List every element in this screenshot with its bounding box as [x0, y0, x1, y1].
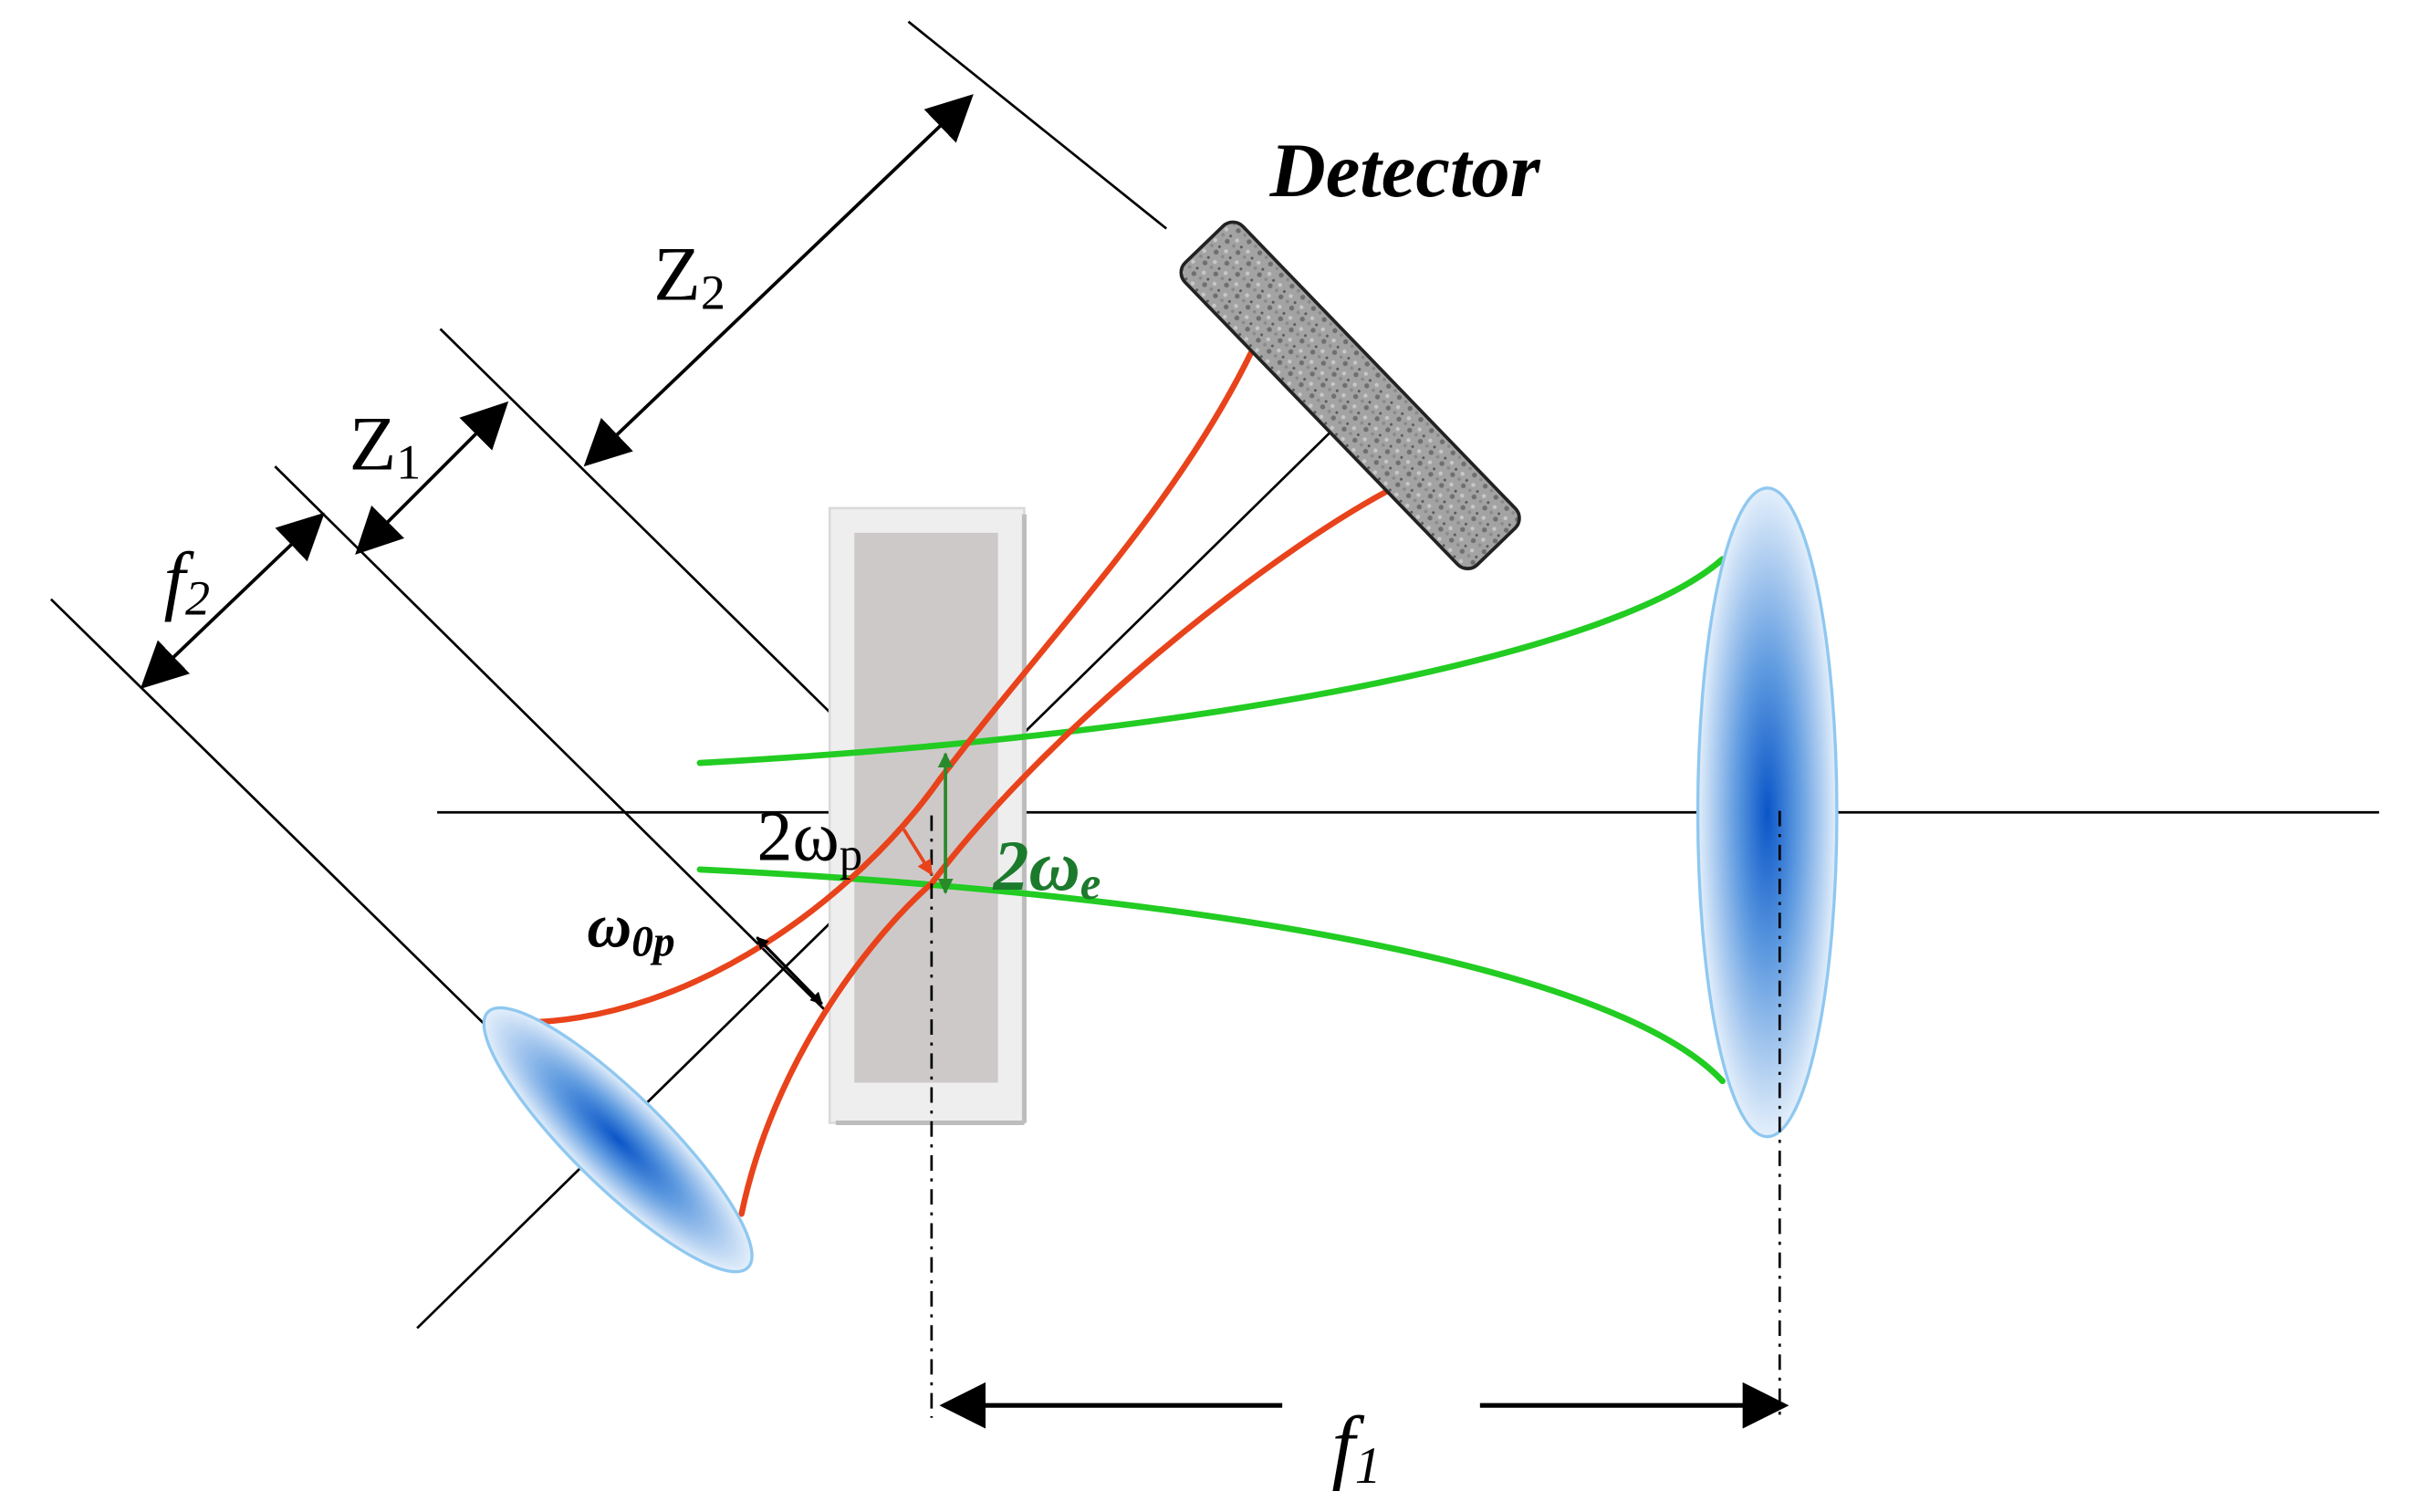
two-omega-p-label: 2ωp — [757, 798, 863, 880]
excitation-focusing-lens — [1695, 486, 1839, 1139]
z1-dimension-arrow — [355, 401, 509, 555]
probe-focusing-lens — [482, 1006, 754, 1274]
two-omega-e-label: 2ωe — [993, 827, 1101, 909]
detector-label: Detector — [1269, 129, 1541, 214]
plane-z1 — [274, 465, 828, 1013]
f2-label: f2 — [163, 537, 210, 625]
omega-0p-dimension-arrow — [756, 936, 823, 1006]
f2-dimension-arrow — [140, 512, 325, 689]
plane-lens — [49, 598, 531, 1070]
sample-cell — [828, 506, 1027, 1126]
f1-label: f1 — [1331, 1400, 1381, 1495]
detector-reference-plane — [907, 20, 1168, 230]
z2-dimension-arrow — [583, 94, 974, 467]
probe-waist-arrow — [902, 828, 934, 876]
z1-label: Z1 — [350, 402, 422, 490]
z2-label: Z2 — [653, 232, 725, 319]
detector — [1179, 220, 1521, 570]
omega-0p-label: ω0p — [587, 892, 674, 966]
